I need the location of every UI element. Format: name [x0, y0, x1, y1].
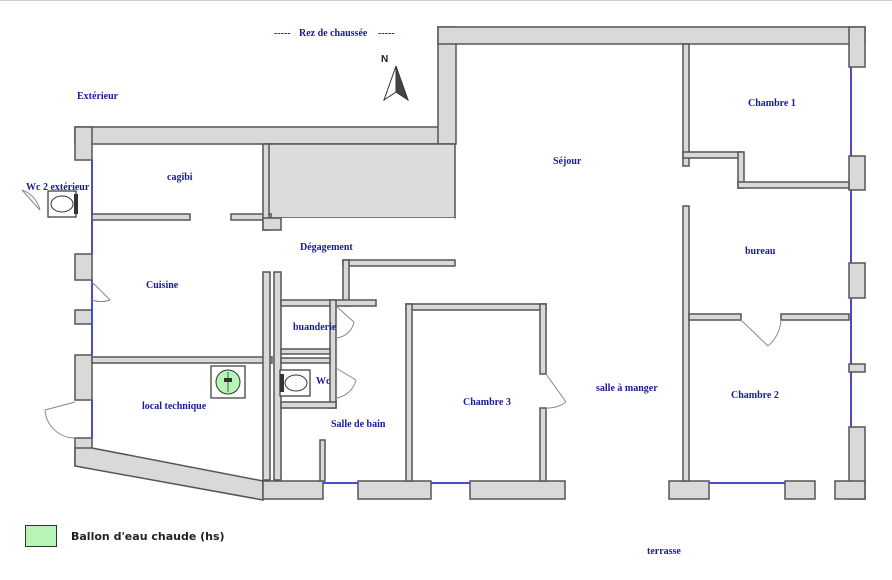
room-chambre1: Chambre 1: [748, 98, 796, 109]
title-dashes-right: -----: [378, 28, 395, 39]
wall-left-3: [74, 309, 93, 325]
legend-swatch: [25, 525, 57, 547]
toilet-icon: [47, 190, 78, 218]
room-chambre2: Chambre 2: [731, 390, 779, 401]
wall-bottom-3: [469, 480, 566, 500]
room-bureau: bureau: [745, 246, 776, 257]
hatched-block: [264, 143, 456, 219]
legend: Ballon d'eau chaude (hs): [25, 525, 225, 547]
wall-bottom-2: [357, 480, 432, 500]
wall-ch1-left: [682, 43, 690, 167]
room-local-technique: local technique: [142, 401, 207, 412]
wall-bottom-5: [784, 480, 816, 500]
exterior-walls: [74, 26, 866, 501]
room-sejour: Séjour: [553, 156, 582, 167]
wall-cagibi-2: [230, 213, 272, 221]
wall-left-4: [74, 354, 93, 401]
wall-buanderie-top2: [280, 299, 377, 307]
wall-bureau-bottom-2: [780, 313, 850, 321]
wall-cagibi-right: [262, 143, 270, 231]
wall-left-1: [74, 126, 93, 161]
wall-bottom-1: [262, 480, 324, 500]
room-salle-de-bain: Salle de bain: [331, 419, 386, 430]
wall-buanderie-right: [329, 299, 337, 409]
room-wc: Wc: [316, 376, 331, 387]
title-dashes-left: -----: [274, 28, 291, 39]
floor-title: ----- Rez de chaussée -----: [274, 28, 395, 39]
wall-buanderie-side: [342, 259, 350, 307]
wall-ch3-top: [405, 303, 547, 311]
wall-wc-top-2: [280, 357, 331, 364]
wall-bureau-bottom-1: [688, 313, 742, 321]
wall-buanderie-top: [342, 259, 456, 267]
compass-label: N: [381, 54, 388, 65]
room-degagement: Dégagement: [300, 242, 353, 253]
wall-right-2: [848, 155, 866, 191]
wall-cuisine-bottom: [91, 356, 273, 364]
wall-cagibi-corner: [262, 217, 282, 231]
room-cagibi: cagibi: [167, 172, 193, 183]
wall-bottom-6: [834, 480, 866, 500]
wall-bottom-4: [668, 480, 710, 500]
wall-top-right: [437, 26, 866, 45]
room-exterieur: Extérieur: [77, 91, 119, 102]
wall-wc-top-1: [280, 348, 331, 355]
floor-title-text: Rez de chaussée: [299, 28, 368, 39]
wall-bureau-left: [682, 205, 690, 482]
windows: [91, 67, 852, 484]
wall-left-2: [74, 253, 93, 281]
legend-label: Ballon d'eau chaude (hs): [71, 529, 225, 543]
wall-ch3-right-1: [539, 303, 547, 375]
wall-sdb-stub: [319, 439, 326, 482]
room-cuisine: Cuisine: [146, 280, 179, 291]
water-heater-icon: [210, 365, 246, 399]
wall-right-4: [848, 363, 866, 373]
room-chambre3: Chambre 3: [463, 397, 511, 408]
toilet-icon: [279, 369, 311, 397]
wall-right-1: [848, 26, 866, 68]
doors: [21, 189, 782, 439]
interior-walls: [91, 43, 850, 482]
wall-ch3-left: [405, 303, 413, 482]
room-salle-a-manger: salle à manger: [596, 383, 658, 394]
wall-ch1-bottom-2: [737, 181, 850, 189]
room-terrasse: terrasse: [647, 546, 681, 557]
wall-right-3: [848, 262, 866, 299]
north-arrow-icon: N: [381, 54, 409, 102]
room-buanderie: buanderie: [293, 322, 337, 333]
wall-ch3-right-2: [539, 407, 547, 482]
room-wc2: Wc 2 extérieur: [26, 182, 90, 193]
wall-bottom-slant: [74, 447, 264, 501]
wall-ch1-bottom-1: [682, 151, 742, 159]
wall-corridor-left: [262, 271, 271, 481]
wall-wc-bottom: [280, 401, 337, 409]
wall-cagibi-1: [91, 213, 191, 221]
wall-top-left: [74, 126, 456, 145]
